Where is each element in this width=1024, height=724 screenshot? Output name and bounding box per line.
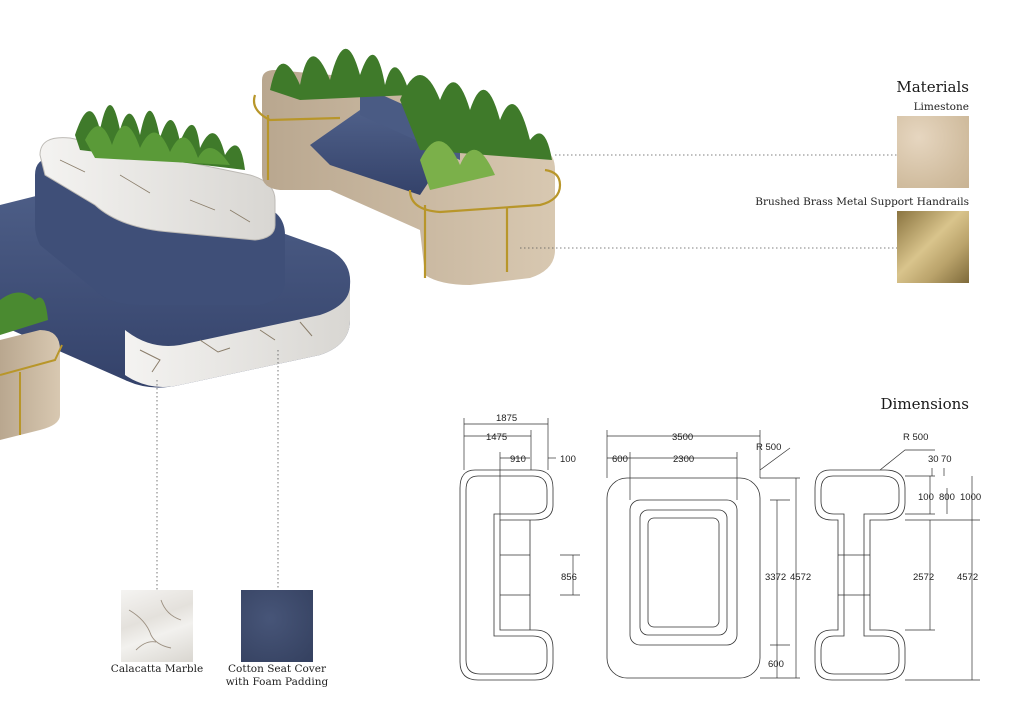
dim-856: 856 — [561, 572, 577, 583]
material-label-brass: Brushed Brass Metal Support Handrails — [755, 196, 969, 208]
fabric-caption-line1: Cotton Seat Cover — [228, 663, 326, 675]
dim-3500: 3500 — [672, 432, 693, 443]
dim-70: 70 — [941, 454, 952, 465]
render-illustration — [0, 48, 562, 440]
plan-1-outline — [459, 469, 554, 681]
dim-30: 30 — [928, 454, 939, 465]
dim-910: 910 — [510, 454, 526, 465]
dim-1475: 1475 — [486, 432, 507, 443]
dim-100-a: 100 — [560, 454, 576, 465]
dim-r500-a: R 500 — [756, 442, 781, 453]
dimension-drawings: 1875 1475 910 100 856 3500 R 500 600 230… — [459, 413, 981, 681]
dim-2572: 2572 — [913, 572, 934, 583]
dim-600-a: 600 — [612, 454, 628, 465]
marble-caption-text: Calacatta Marble — [110, 663, 204, 675]
marble-caption: Calacatta Marble — [97, 663, 217, 676]
dim-1000: 1000 — [960, 492, 981, 503]
dim-600-b: 600 — [768, 659, 784, 670]
blue-bench-seat — [310, 110, 450, 195]
plan-3-outline — [814, 469, 906, 681]
dim-2300: 2300 — [673, 454, 694, 465]
material-label-limestone: Limestone — [913, 101, 969, 113]
dim-800: 800 — [939, 492, 955, 503]
fabric-caption: Cotton Seat Cover with Foam Padding — [217, 663, 337, 689]
brass-handrails — [252, 94, 562, 278]
brass-swatch — [897, 211, 969, 283]
dim-4572-a: 4572 — [790, 572, 811, 583]
marble-planter — [39, 137, 276, 241]
dim-4572-b: 4572 — [957, 572, 978, 583]
foliage-back — [270, 48, 552, 190]
marble-swatch — [121, 590, 193, 662]
dimensions-heading: Dimensions — [880, 395, 969, 413]
dim-100-b: 100 — [918, 492, 934, 503]
plan-2-outline — [606, 477, 761, 679]
foliage-left — [75, 105, 245, 170]
dim-1875: 1875 — [496, 413, 517, 424]
materials-heading: Materials — [896, 78, 969, 96]
fabric-swatch — [241, 590, 313, 662]
marble-base-left — [125, 285, 350, 388]
dim-3372: 3372 — [765, 572, 786, 583]
limestone-swatch — [897, 116, 969, 188]
stone-planter-left — [0, 330, 60, 440]
dim-r500-b: R 500 — [903, 432, 928, 443]
fabric-caption-line2: with Foam Padding — [225, 676, 329, 688]
